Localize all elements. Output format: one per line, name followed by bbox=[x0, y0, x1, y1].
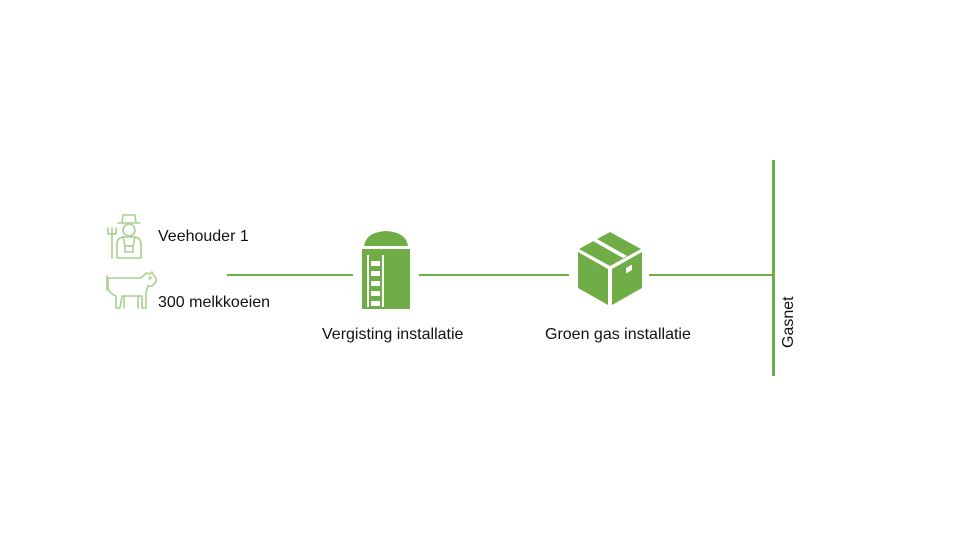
package-box-icon bbox=[576, 230, 644, 306]
cows-label: 300 melkkoeien bbox=[158, 294, 271, 311]
greengas-label: Groen gas installatie bbox=[545, 326, 691, 343]
farmer-label: Veehouder 1 bbox=[158, 228, 249, 245]
connector-source-to-digester bbox=[227, 274, 353, 276]
connector-digester-to-greengas bbox=[419, 274, 569, 276]
gas-grid-line bbox=[772, 160, 775, 376]
gas-grid-label: Gasnet bbox=[780, 296, 797, 348]
digester-silo-icon bbox=[358, 228, 414, 310]
connector-greengas-to-grid bbox=[649, 274, 772, 276]
cow-icon bbox=[104, 270, 160, 310]
farmer-icon bbox=[106, 210, 152, 260]
digester-label: Vergisting installatie bbox=[322, 326, 464, 343]
